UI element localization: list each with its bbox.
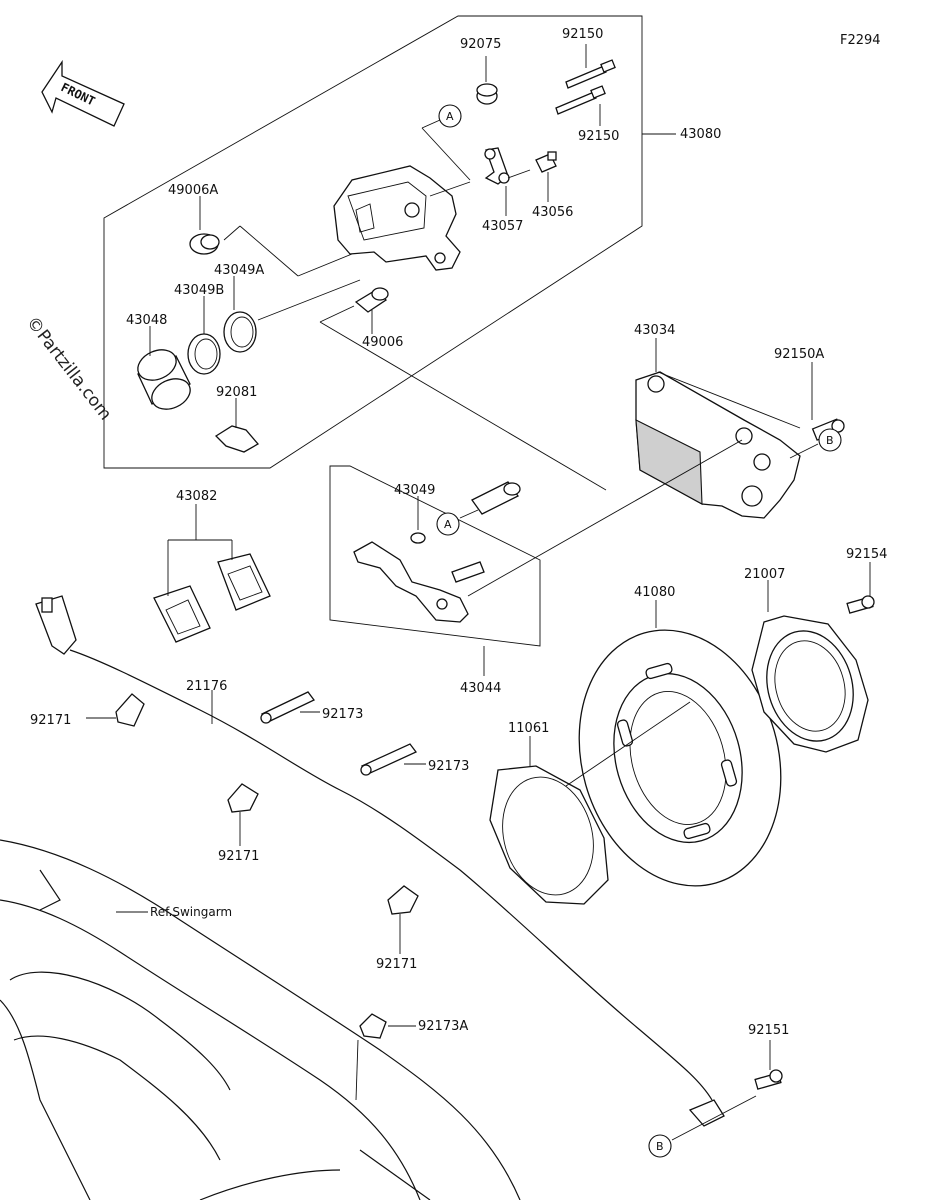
part-label-92173-upper[interactable]: 92173 (322, 707, 363, 722)
part-label-43082[interactable]: 43082 (176, 489, 217, 504)
plate-92173-upper (260, 691, 315, 724)
part-label-43049A[interactable]: 43049A (214, 263, 264, 278)
caliper-bracket-43034 (635, 371, 801, 519)
part-label-21007[interactable]: 21007 (744, 567, 785, 582)
marker-b-bottom (648, 1134, 672, 1158)
watermark: ©Partzilla.com (22, 313, 115, 424)
part-label-92171-left[interactable]: 92171 (30, 713, 71, 728)
part-label-11061[interactable]: 11061 (508, 721, 549, 736)
part-label-21176[interactable]: 21176 (186, 679, 227, 694)
marker-b-bottom-label: B (656, 1140, 664, 1153)
figure-id: F2294 (840, 33, 881, 48)
part-label-41080[interactable]: 41080 (634, 585, 675, 600)
marker-a-middle-label: A (444, 518, 452, 531)
part-label-43057[interactable]: 43057 (482, 219, 523, 234)
part-label-92150A[interactable]: 92150A (774, 347, 824, 362)
boot-49006 (354, 287, 389, 313)
clip-92173A (359, 1013, 387, 1039)
clamp-92171-middle (227, 783, 259, 813)
part-label-92173-lower[interactable]: 92173 (428, 759, 469, 774)
part-label-43056[interactable]: 43056 (532, 205, 573, 220)
marker-a-middle (436, 512, 460, 536)
part-label-92171-lower[interactable]: 92171 (376, 957, 417, 972)
caliper-holder-outline (329, 465, 541, 647)
clamp-92171-lower (387, 885, 419, 915)
clamp-92171-left (115, 693, 145, 727)
part-label-92173A[interactable]: 92173A (418, 1019, 468, 1034)
caliper-holder-43044 (353, 541, 485, 623)
bleed-valve-43056 (535, 151, 557, 173)
part-label-92150-top[interactable]: 92150 (562, 27, 603, 42)
part-label-43034[interactable]: 43034 (634, 323, 675, 338)
bleed-cap-92075 (476, 83, 498, 105)
seal-43049A (223, 311, 257, 353)
brake-pads-43082 (153, 553, 271, 643)
bolt-92151 (754, 1069, 783, 1090)
bracket-43057 (484, 147, 510, 185)
part-label-92171-middle[interactable]: 92171 (218, 849, 259, 864)
part-label-49006A[interactable]: 49006A (168, 183, 218, 198)
front-arrow-icon: FRONT (41, 59, 125, 127)
bolt-92154 (846, 595, 875, 614)
abs-rotor-21007 (751, 615, 869, 753)
caliper-assembly-outline (103, 15, 643, 469)
swingarm-reference (0, 839, 521, 1200)
pins-92150 (555, 59, 616, 115)
part-label-92154[interactable]: 92154 (846, 547, 887, 562)
marker-a-top (438, 104, 462, 128)
part-label-92081[interactable]: 92081 (216, 385, 257, 400)
part-label-92151[interactable]: 92151 (748, 1023, 789, 1038)
brake-disc-41080 (578, 629, 782, 887)
gasket-11061 (489, 765, 609, 905)
plate-92173-lower (360, 743, 418, 776)
caliper-body (333, 165, 461, 271)
marker-b-right (818, 428, 842, 452)
abs-sensor-lead-21176 (35, 595, 725, 1127)
piston-43048 (137, 349, 191, 410)
marker-a-top-label: A (446, 110, 454, 123)
part-label-49006[interactable]: 49006 (362, 335, 403, 350)
reference-label: Ref.Swingarm (150, 905, 232, 919)
seal-43049B (187, 333, 221, 375)
pad-spring-92081 (214, 425, 260, 453)
dust-boot-49006A (189, 233, 220, 255)
part-label-43080[interactable]: 43080 (680, 127, 721, 142)
part-label-43048[interactable]: 43048 (126, 313, 167, 328)
part-label-92075[interactable]: 92075 (460, 37, 501, 52)
part-label-43049B[interactable]: 43049B (174, 283, 224, 298)
part-label-43044[interactable]: 43044 (460, 681, 501, 696)
marker-b-right-label: B (826, 434, 834, 447)
pin-43049 (410, 481, 521, 544)
part-label-92150-bottom[interactable]: 92150 (578, 129, 619, 144)
part-label-43049[interactable]: 43049 (394, 483, 435, 498)
